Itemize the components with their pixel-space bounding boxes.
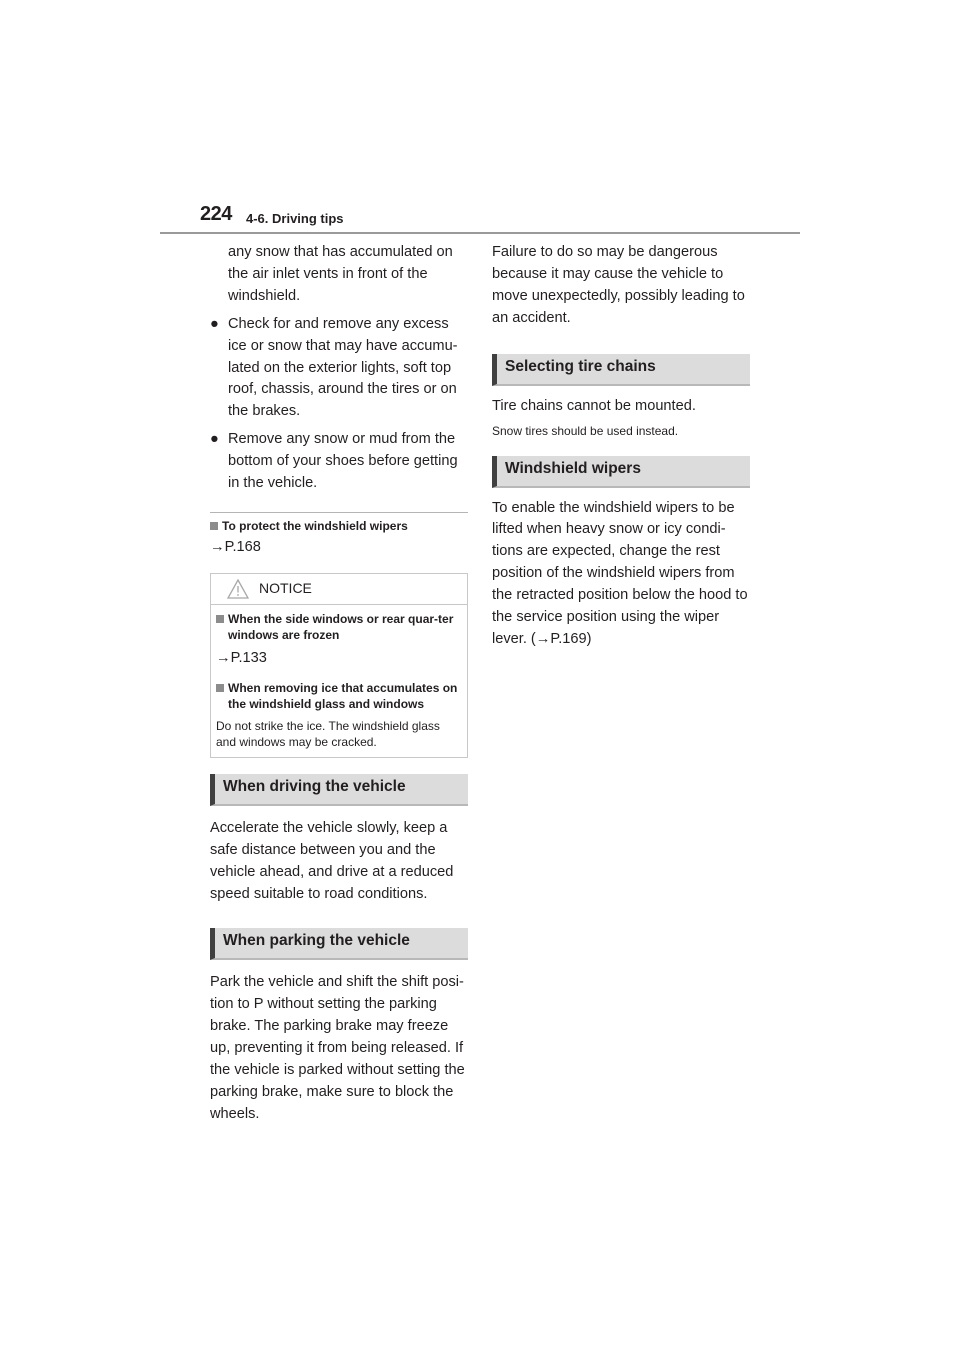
right-column: Failure to do so may be dangerous becaus…: [492, 240, 750, 651]
body-text: Accelerate the vehicle slowly, keep a sa…: [210, 819, 454, 902]
page-header: 224 4-6. Driving tips: [200, 203, 800, 235]
section-heading-parking: When parking the vehicle: [210, 928, 468, 961]
subheading-wipers: To protect the windshield wipers: [210, 519, 468, 533]
bullet-text: Remove any snow or mud from the bottom o…: [228, 431, 458, 492]
section-heading-text: Windshield wipers: [505, 459, 641, 477]
bullet-dot-icon: ●: [210, 431, 219, 448]
page-number: 224: [200, 203, 232, 225]
page-reference-link[interactable]: →P.168: [210, 538, 261, 555]
bullet-dot-icon: ●: [210, 315, 219, 332]
bullet-item: ● Check for and remove any excess ice or…: [210, 314, 468, 424]
square-bullet-icon: [216, 614, 224, 623]
square-bullet-icon: [216, 683, 224, 692]
bullet-text: Check for and remove any excess ice or s…: [228, 315, 458, 420]
notice-box: NOTICE When the side windows or rear qua…: [210, 572, 468, 758]
section-heading-tire-chains: Selecting tire chains: [492, 353, 750, 386]
notice-subheading: When removing ice that accumulates on th…: [216, 680, 462, 712]
body-text: Park the vehicle and shift the shift pos…: [210, 974, 465, 1122]
divider: [210, 511, 468, 513]
warning-triangle-icon: [227, 578, 249, 599]
subheading-text: To protect the windshield wipers: [222, 518, 408, 533]
notice-subheading-text: When the side windows or rear quar-ter w…: [228, 611, 454, 642]
notice-label: NOTICE: [259, 579, 312, 596]
body-text: Tire chains cannot be mounted.: [492, 397, 696, 414]
header-rule: [160, 232, 800, 234]
section-heading-text: When parking the vehicle: [223, 932, 410, 950]
section-heading-driving: When driving the vehicle: [210, 773, 468, 806]
page-reference-link[interactable]: →P.133: [216, 649, 267, 666]
notice-header: NOTICE: [211, 574, 467, 605]
section-title: 4-6. Driving tips: [246, 211, 344, 226]
bullet-item: ● Remove any snow or mud from the bottom…: [210, 429, 468, 495]
continuation-text: any snow that has accumulated on the air…: [228, 244, 453, 304]
notice-text: Do not strike the ice. The windshield gl…: [216, 718, 440, 750]
body-text: To enable the windshield wipers to be li…: [492, 499, 748, 647]
section-heading-text: Selecting tire chains: [505, 357, 656, 375]
section-heading-windshield-wipers: Windshield wipers: [492, 455, 750, 488]
left-column: any snow that has accumulated on the air…: [210, 240, 468, 1126]
note-text: Snow tires should be used instead.: [492, 423, 679, 438]
notice-subheading: When the side windows or rear quar-ter w…: [216, 611, 462, 643]
square-bullet-icon: [210, 521, 218, 530]
section-heading-text: When driving the vehicle: [223, 777, 406, 795]
notice-subheading-text: When removing ice that accumulates on th…: [228, 680, 458, 711]
notice-body: When the side windows or rear quar-ter w…: [211, 605, 467, 757]
continuation-text: Failure to do so may be dangerous becaus…: [492, 244, 745, 326]
